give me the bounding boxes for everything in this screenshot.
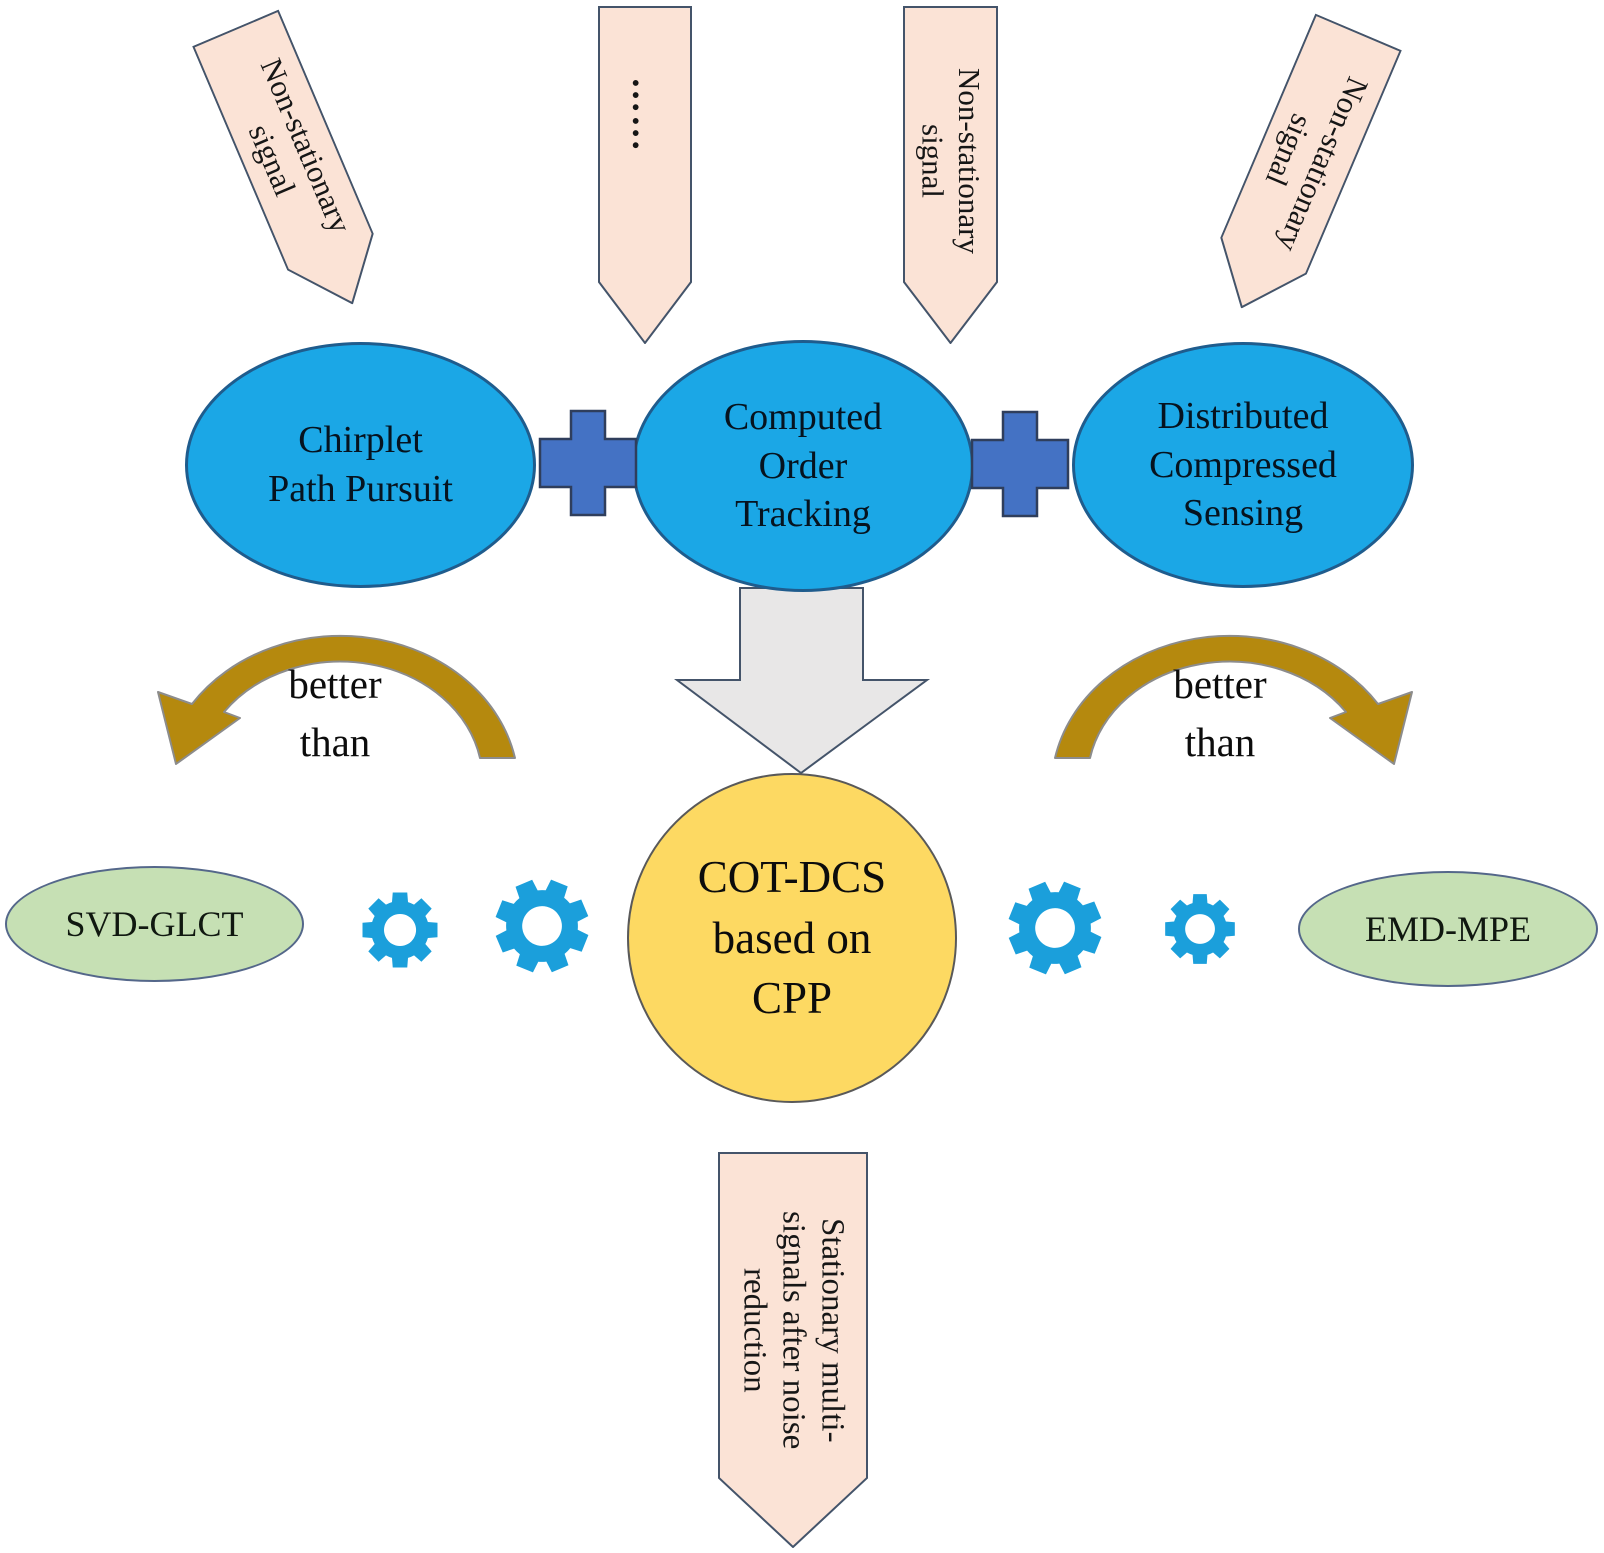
ellipse-computed-order-tracking: Computed Order Tracking <box>632 340 974 592</box>
banner-ellipsis: …… <box>598 6 692 344</box>
better-than-label-left: better than <box>288 661 382 766</box>
banner-stationary-output: Stationary multi- signals after noise re… <box>718 1152 868 1548</box>
process-label: Computed Order Tracking <box>723 396 883 536</box>
plus-icon <box>970 410 1070 518</box>
plus-icon <box>538 409 638 517</box>
better-than-label-right: better than <box>1173 661 1267 766</box>
gear-icon <box>1165 894 1235 964</box>
ellipse-chirplet-path-pursuit: Chirplet Path Pursuit <box>185 342 536 588</box>
method-label: SVD-GLCT <box>65 904 244 944</box>
gear-icon <box>490 874 594 978</box>
ribbon-arrow-shape <box>903 6 998 344</box>
ellipse-emd-mpe: EMD-MPE <box>1298 871 1598 987</box>
ribbon-arrow-shape <box>1220 13 1402 309</box>
ellipse-distributed-compressed-sensing: Distributed Compressed Sensing <box>1072 342 1414 588</box>
banner-label: Non-stationary signal <box>915 68 988 254</box>
circle-cot-dcs-result: COT-DCS based on CPP <box>627 773 957 1103</box>
ellipse-svd-glct: SVD-GLCT <box>5 866 304 982</box>
banner-non-stationary-left: Non-stationary signal <box>192 9 396 323</box>
ribbon-arrow-shape <box>718 1152 868 1548</box>
down-arrow-icon <box>674 587 931 775</box>
banner-label: Stationary multi- signals after noise re… <box>736 1210 851 1450</box>
banner-non-stationary-middle: Non-stationary signal <box>903 6 998 344</box>
method-label: EMD-MPE <box>1364 909 1531 949</box>
ribbon-arrow-shape <box>192 9 374 305</box>
curved-arrow-left <box>157 634 516 765</box>
process-label: Distributed Compressed Sensing <box>1149 395 1337 535</box>
gear-icon <box>362 892 438 968</box>
ellipsis-label: …… <box>625 77 666 153</box>
banner-non-stationary-right: Non-stationary signal <box>1198 13 1402 327</box>
process-label: Chirplet Path Pursuit <box>268 419 453 510</box>
ribbon-arrow-shape <box>598 6 692 344</box>
gear-icon <box>1003 876 1107 980</box>
result-label: COT-DCS based on CPP <box>697 851 887 1024</box>
curved-arrow-right <box>1054 634 1413 765</box>
